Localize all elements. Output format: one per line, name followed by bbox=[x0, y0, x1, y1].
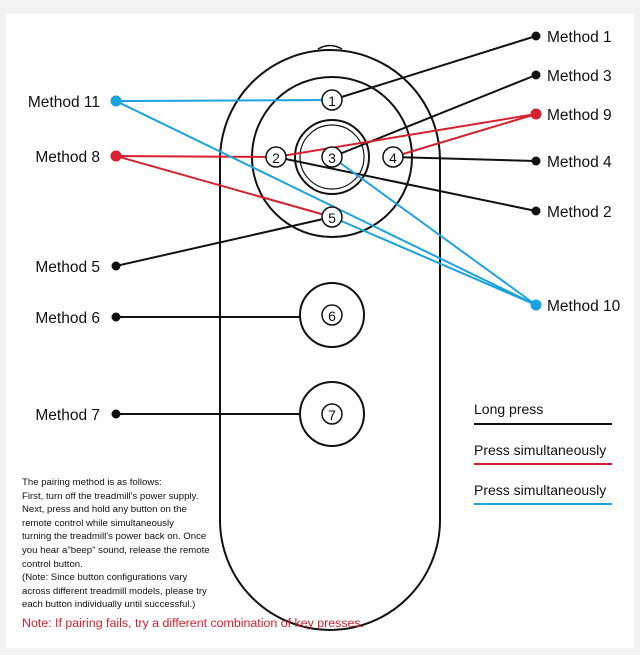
dot-method-2 bbox=[531, 206, 541, 216]
button-2-label: 2 bbox=[272, 150, 280, 166]
dot-method-7 bbox=[111, 409, 121, 419]
button-1: 1 bbox=[321, 89, 343, 111]
label-method-5: Method 5 bbox=[35, 259, 100, 276]
label-method-3: Method 3 bbox=[547, 68, 612, 85]
label-method-4: Method 4 bbox=[547, 154, 612, 171]
long-press-lines bbox=[115, 35, 537, 415]
red-line-8-to-5 bbox=[115, 155, 333, 218]
blue-line-10-to-3 bbox=[331, 156, 537, 306]
button-6: 6 bbox=[321, 304, 343, 326]
button-3-label: 3 bbox=[328, 150, 336, 166]
button-5: 5 bbox=[321, 206, 343, 228]
dot-method-5 bbox=[111, 261, 121, 271]
blue-line-11-to-1 bbox=[115, 99, 333, 102]
legend-long-press-label: Long press bbox=[474, 401, 543, 417]
dot-method-9 bbox=[530, 108, 542, 120]
label-method-2: Method 2 bbox=[547, 204, 612, 221]
dot-method-6 bbox=[111, 312, 121, 322]
button-3: 3 bbox=[321, 146, 343, 168]
note-line: control button. bbox=[22, 558, 83, 570]
button-2: 2 bbox=[265, 146, 287, 168]
button-6-ring bbox=[299, 282, 365, 348]
label-method-11: Method 11 bbox=[28, 94, 100, 111]
blue-simultaneous-lines bbox=[115, 99, 537, 306]
red-line-8-to-2 bbox=[115, 155, 277, 158]
note-line: you hear a"beep" sound, release the remo… bbox=[22, 544, 210, 556]
red-line-9-to-4 bbox=[392, 113, 537, 158]
remote-body bbox=[219, 49, 441, 631]
pairing-warning: Note: If pairing fails, try a different … bbox=[22, 616, 365, 630]
legend-red-label: Press simultaneously bbox=[474, 442, 606, 458]
dot-method-10 bbox=[530, 299, 542, 311]
button-5-label: 5 bbox=[328, 210, 336, 226]
legend-blue-label: Press simultaneously bbox=[474, 482, 606, 498]
red-simultaneous-lines bbox=[115, 113, 537, 218]
dot-method-3 bbox=[531, 70, 541, 80]
note-line: The pairing method is as follows: bbox=[22, 477, 162, 488]
blue-line-10-to-5 bbox=[331, 216, 537, 306]
button-4: 4 bbox=[382, 146, 404, 168]
button-4-label: 4 bbox=[389, 150, 397, 166]
button-7-label: 7 bbox=[328, 407, 336, 423]
note-line: across different treadmill models, pleas… bbox=[22, 585, 207, 597]
line-method-1 bbox=[331, 35, 537, 101]
note-line: turning the treadmill's power back on. O… bbox=[22, 531, 207, 543]
line-method-4 bbox=[392, 156, 537, 162]
dot-method-8 bbox=[110, 150, 122, 162]
note-line: Next, press and hold any button on the bbox=[22, 504, 187, 516]
line-method-3 bbox=[331, 74, 537, 158]
legend: Long press Press simultaneously Press si… bbox=[474, 401, 612, 505]
line-method-2 bbox=[275, 156, 537, 212]
page-background bbox=[6, 14, 634, 648]
label-method-10: Method 10 bbox=[547, 298, 621, 315]
note-line: (Note: Since button configurations vary bbox=[22, 572, 188, 584]
label-method-6: Method 6 bbox=[35, 310, 100, 327]
label-method-9: Method 9 bbox=[547, 107, 612, 124]
dot-method-1 bbox=[531, 31, 541, 41]
center-ring-inner bbox=[299, 124, 365, 190]
label-method-1: Method 1 bbox=[547, 29, 612, 46]
dot-method-11 bbox=[110, 95, 122, 107]
blue-line-11-to-10 bbox=[115, 100, 537, 306]
note-line: First, turn off the treadmill's power su… bbox=[22, 490, 199, 502]
red-line-9-to-2 bbox=[275, 113, 537, 158]
note-line: remote control while simultaneously bbox=[22, 517, 174, 529]
pairing-instructions: The pairing method is as follows: First,… bbox=[22, 476, 232, 612]
label-method-7: Method 7 bbox=[35, 407, 100, 424]
note-line: each button individually until successfu… bbox=[22, 599, 196, 611]
dot-method-4 bbox=[531, 156, 541, 166]
label-method-8: Method 8 bbox=[35, 149, 100, 166]
center-ring-outer bbox=[294, 119, 370, 195]
button-1-label: 1 bbox=[328, 93, 336, 109]
remote-notch bbox=[317, 44, 343, 50]
line-method-5 bbox=[115, 216, 333, 267]
button-7: 7 bbox=[321, 403, 343, 425]
button-6-label: 6 bbox=[328, 308, 336, 324]
